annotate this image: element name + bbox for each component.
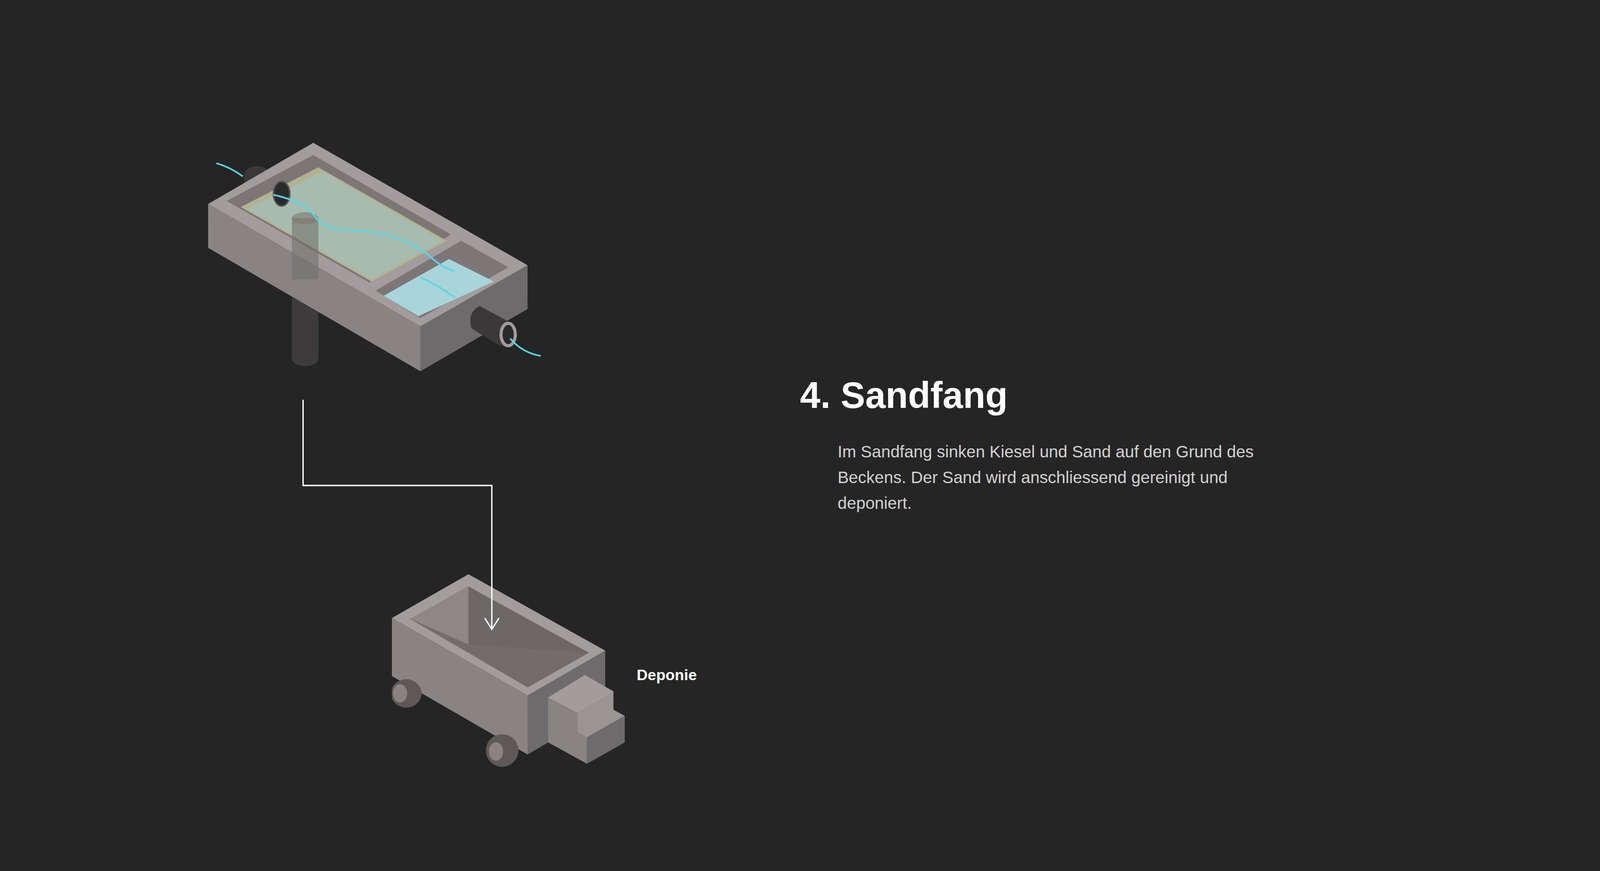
dump-truck: Deponie (391, 571, 627, 768)
truck-illustration (391, 571, 627, 768)
node-label: Deponie (636, 666, 697, 685)
section-title: 4. Sandfang (800, 374, 1008, 417)
description-text: Im Sandfang sinken Kiesel und Sand auf d… (837, 439, 1281, 517)
